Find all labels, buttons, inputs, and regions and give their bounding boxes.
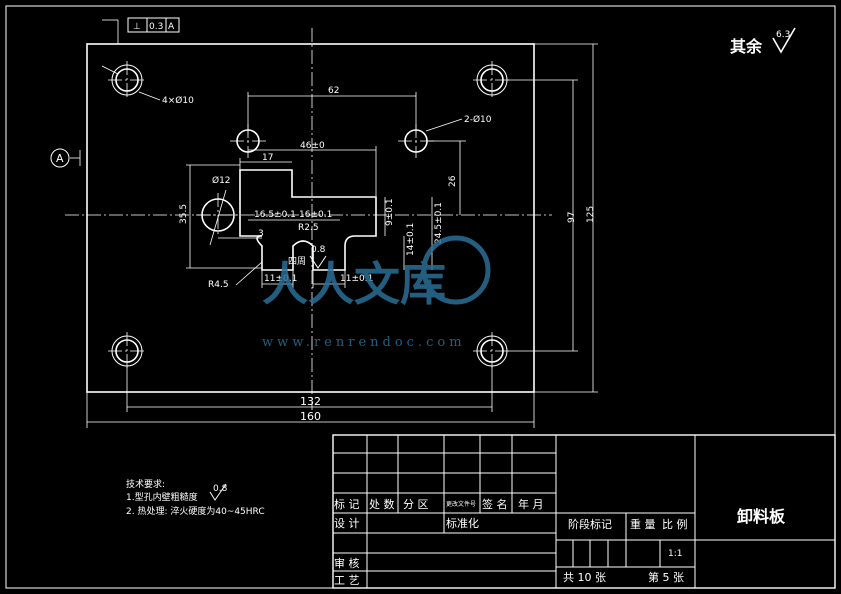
watermark: 人人文库 www.renrendoc.com bbox=[262, 235, 491, 350]
tech-line1: 1.型孔内壁粗糙度 bbox=[126, 491, 198, 503]
tb-total-sheets: 共 10 张 bbox=[563, 571, 606, 584]
dim-phi12: Ø12 bbox=[212, 175, 231, 186]
tb-sheet-number: 第 5 张 bbox=[648, 570, 684, 584]
datum-label: A bbox=[56, 152, 64, 165]
dim-160: 160 bbox=[300, 410, 321, 423]
title-block-text: 标 记 处 数 分 区 更改文件号 签 名 年 月 设 计 标准化 审 核 工 … bbox=[334, 497, 786, 587]
tb-weight: 重 量 bbox=[630, 517, 656, 531]
tech-requirements: 技术要求: 1.型孔内壁粗糙度 0.8 2. 热处理: 淬火硬度为40~45HR… bbox=[126, 478, 265, 517]
tb-process: 工 艺 bbox=[334, 574, 360, 587]
tb-mark: 标 记 bbox=[334, 497, 360, 511]
dim-46: 46±0 bbox=[300, 141, 325, 151]
dim-9: 9±0.1 bbox=[385, 198, 395, 226]
watermark-text: 人人文库 bbox=[262, 257, 446, 311]
tb-zone: 分 区 bbox=[403, 498, 429, 511]
tb-part-name: 卸料板 bbox=[737, 507, 786, 526]
dim-62: 62 bbox=[328, 86, 339, 96]
dimension-texts: 62 46±0 17 26 97 125 132 160 35.5 3 16.5… bbox=[162, 86, 596, 423]
datum-circle bbox=[50, 148, 70, 168]
dim-14: 14±0.1 bbox=[406, 223, 416, 256]
dim-3: 3 bbox=[258, 229, 264, 239]
tolerance-frame: ⊥ 0.3 A bbox=[127, 17, 180, 33]
tb-design: 设 计 bbox=[334, 517, 360, 530]
tech-roughness-symbol bbox=[209, 483, 227, 501]
tech-title: 技术要求: bbox=[126, 478, 165, 490]
roughness-note: 其余 bbox=[730, 37, 763, 56]
watermark-url: www.renrendoc.com bbox=[262, 335, 466, 350]
tb-standard: 标准化 bbox=[446, 516, 479, 530]
dim-16: 16±0.1 bbox=[299, 210, 332, 220]
tolerance-value: 0.3 bbox=[149, 22, 163, 32]
label-sides: 四周 bbox=[288, 256, 306, 267]
dim-11-left: 11±0.1 bbox=[264, 274, 297, 284]
corner-holes bbox=[108, 61, 511, 370]
dim-35-5: 35.5 bbox=[179, 204, 189, 224]
tb-count: 处 数 bbox=[369, 498, 395, 511]
dim-r4-5: R4.5 bbox=[208, 280, 229, 290]
profile-cavity bbox=[239, 169, 377, 271]
dim-17: 17 bbox=[262, 153, 273, 163]
tolerance-datum: A bbox=[168, 22, 175, 32]
dim-97: 97 bbox=[567, 212, 577, 223]
tb-stage: 阶段标记 bbox=[568, 517, 612, 531]
tolerance-symbol: ⊥ bbox=[133, 22, 141, 32]
dim-2-phi10: 2-Ø10 bbox=[464, 114, 492, 125]
tb-scale-value: 1:1 bbox=[668, 549, 682, 559]
dim-132: 132 bbox=[300, 395, 321, 408]
roughness-0-8: 0.8 bbox=[311, 245, 326, 255]
dim-4x-phi10: 4×Ø10 bbox=[162, 95, 194, 106]
tb-date: 年 月 bbox=[518, 497, 544, 511]
tech-line2: 2. 热处理: 淬火硬度为40~45HRC bbox=[126, 505, 265, 517]
dim-16-5: 16.5±0.1 bbox=[254, 210, 296, 220]
tb-check: 审 核 bbox=[334, 556, 360, 570]
dim-r2-5: R2.5 bbox=[298, 223, 319, 233]
dim-26: 26 bbox=[448, 175, 458, 187]
title-block bbox=[332, 434, 836, 589]
roughness-symbol bbox=[772, 27, 796, 54]
roughness-note-value: 6.3 bbox=[776, 30, 790, 40]
plate-outline bbox=[86, 43, 535, 393]
roughness-mark bbox=[309, 255, 327, 269]
pilot-holes bbox=[230, 124, 434, 158]
round-punch-hole bbox=[196, 193, 240, 237]
tb-sign: 签 名 bbox=[482, 497, 508, 511]
tb-scale-label: 比 例 bbox=[662, 517, 688, 531]
dim-125: 125 bbox=[586, 206, 596, 223]
dimension-lines bbox=[70, 19, 598, 428]
tech-line1-val: 0.8 bbox=[213, 484, 228, 494]
dim-24-5: 24.5±0.1 bbox=[434, 202, 444, 244]
tb-file: 更改文件号 bbox=[446, 500, 476, 508]
dim-11-right: 11±0.1 bbox=[340, 274, 373, 284]
